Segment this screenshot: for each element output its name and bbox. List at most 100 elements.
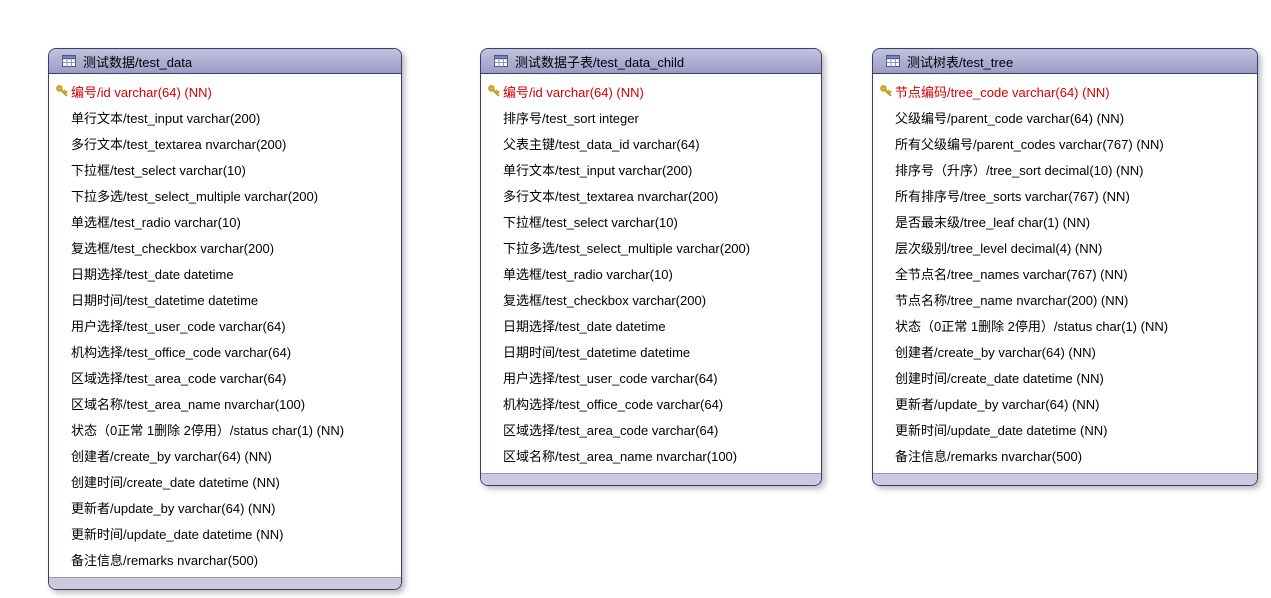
table-header[interactable]: 测试数据子表/test_data_child: [481, 49, 821, 74]
field-label: 下拉多选/test_select_multiple varchar(200): [503, 240, 751, 256]
field-label: 父级编号/parent_code varchar(64) (NN): [895, 110, 1125, 126]
field-label: 复选框/test_checkbox varchar(200): [71, 240, 275, 256]
field-row[interactable]: 下拉框/test_select varchar(10): [53, 156, 393, 182]
field-row[interactable]: 层次级别/tree_level decimal(4) (NN): [877, 234, 1249, 260]
field-row[interactable]: 所有排序号/tree_sorts varchar(767) (NN): [877, 182, 1249, 208]
field-label: 区域名称/test_area_name nvarchar(100): [503, 448, 738, 464]
table-card-test-data-child[interactable]: 测试数据子表/test_data_child 编号/id varchar(64)…: [480, 48, 822, 486]
field-label: 下拉框/test_select varchar(10): [71, 162, 246, 178]
field-row[interactable]: 日期时间/test_datetime datetime: [485, 338, 813, 364]
field-row[interactable]: 父表主键/test_data_id varchar(64): [485, 130, 813, 156]
field-label: 状态（0正常 1删除 2停用）/status char(1) (NN): [895, 318, 1169, 334]
field-list: 节点编码/tree_code varchar(64) (NN) 父级编号/pare…: [873, 74, 1257, 473]
field-row[interactable]: 创建时间/create_date datetime (NN): [53, 468, 393, 494]
field-label: 所有父级编号/parent_codes varchar(767) (NN): [895, 136, 1164, 152]
field-row[interactable]: 单选框/test_radio varchar(10): [485, 260, 813, 286]
field-row[interactable]: 更新者/update_by varchar(64) (NN): [877, 390, 1249, 416]
field-row[interactable]: 更新者/update_by varchar(64) (NN): [53, 494, 393, 520]
field-label: 备注信息/remarks nvarchar(500): [71, 552, 259, 568]
table-footer: [481, 473, 821, 485]
field-row[interactable]: 多行文本/test_textarea nvarchar(200): [485, 182, 813, 208]
field-label: 创建时间/create_date datetime (NN): [895, 370, 1104, 386]
field-label: 编号/id varchar(64) (NN): [503, 84, 644, 100]
field-row[interactable]: 日期时间/test_datetime datetime: [53, 286, 393, 312]
table-header[interactable]: 测试数据/test_data: [49, 49, 401, 74]
field-label: 日期时间/test_datetime datetime: [503, 344, 691, 360]
field-row[interactable]: 用户选择/test_user_code varchar(64): [485, 364, 813, 390]
field-row[interactable]: 日期选择/test_date datetime: [485, 312, 813, 338]
field-row[interactable]: 状态（0正常 1删除 2停用）/status char(1) (NN): [877, 312, 1249, 338]
field-list: 编号/id varchar(64) (NN) 单行文本/test_input va…: [49, 74, 401, 577]
field-label: 下拉多选/test_select_multiple varchar(200): [71, 188, 319, 204]
field-row[interactable]: 复选框/test_checkbox varchar(200): [53, 234, 393, 260]
table-title: 测试树表/test_tree: [907, 54, 1014, 70]
field-row[interactable]: 复选框/test_checkbox varchar(200): [485, 286, 813, 312]
field-row[interactable]: 下拉框/test_select varchar(10): [485, 208, 813, 234]
field-row[interactable]: 备注信息/remarks nvarchar(500): [877, 442, 1249, 468]
field-row[interactable]: 单行文本/test_input varchar(200): [485, 156, 813, 182]
field-label: 编号/id varchar(64) (NN): [71, 84, 212, 100]
table-header[interactable]: 测试树表/test_tree: [873, 49, 1257, 74]
field-label: 单行文本/test_input varchar(200): [503, 162, 693, 178]
table-footer: [49, 577, 401, 589]
field-label: 排序号（升序）/tree_sort decimal(10) (NN): [895, 162, 1144, 178]
field-row[interactable]: 区域名称/test_area_name nvarchar(100): [485, 442, 813, 468]
field-label: 状态（0正常 1删除 2停用）/status char(1) (NN): [71, 422, 345, 438]
field-label: 多行文本/test_textarea nvarchar(200): [503, 188, 719, 204]
field-row[interactable]: 是否最末级/tree_leaf char(1) (NN): [877, 208, 1249, 234]
field-row[interactable]: 日期选择/test_date datetime: [53, 260, 393, 286]
field-row[interactable]: 创建时间/create_date datetime (NN): [877, 364, 1249, 390]
field-row[interactable]: 备注信息/remarks nvarchar(500): [53, 546, 393, 572]
field-label: 区域名称/test_area_name nvarchar(100): [71, 396, 306, 412]
field-row[interactable]: 用户选择/test_user_code varchar(64): [53, 312, 393, 338]
field-label: 是否最末级/tree_leaf char(1) (NN): [895, 214, 1091, 230]
field-row-primary-key[interactable]: 编号/id varchar(64) (NN): [485, 78, 813, 104]
field-label: 节点名称/tree_name nvarchar(200) (NN): [895, 292, 1129, 308]
field-row[interactable]: 区域名称/test_area_name nvarchar(100): [53, 390, 393, 416]
field-row[interactable]: 排序号/test_sort integer: [485, 104, 813, 130]
table-title: 测试数据子表/test_data_child: [515, 54, 685, 70]
field-row[interactable]: 区域选择/test_area_code varchar(64): [53, 364, 393, 390]
field-label: 创建者/create_by varchar(64) (NN): [71, 448, 272, 464]
field-row[interactable]: 更新时间/update_date datetime (NN): [53, 520, 393, 546]
field-label: 备注信息/remarks nvarchar(500): [895, 448, 1083, 464]
key-icon: [53, 84, 71, 98]
field-label: 多行文本/test_textarea nvarchar(200): [71, 136, 287, 152]
field-row-primary-key[interactable]: 编号/id varchar(64) (NN): [53, 78, 393, 104]
field-label: 区域选择/test_area_code varchar(64): [503, 422, 719, 438]
field-row[interactable]: 所有父级编号/parent_codes varchar(767) (NN): [877, 130, 1249, 156]
field-row[interactable]: 单选框/test_radio varchar(10): [53, 208, 393, 234]
field-label: 所有排序号/tree_sorts varchar(767) (NN): [895, 188, 1130, 204]
field-row[interactable]: 父级编号/parent_code varchar(64) (NN): [877, 104, 1249, 130]
field-label: 创建时间/create_date datetime (NN): [71, 474, 280, 490]
table-icon: [886, 55, 900, 67]
field-row[interactable]: 机构选择/test_office_code varchar(64): [53, 338, 393, 364]
field-row-primary-key[interactable]: 节点编码/tree_code varchar(64) (NN): [877, 78, 1249, 104]
field-row[interactable]: 区域选择/test_area_code varchar(64): [485, 416, 813, 442]
table-footer: [873, 473, 1257, 485]
table-icon: [494, 55, 508, 67]
field-label: 下拉框/test_select varchar(10): [503, 214, 678, 230]
field-row[interactable]: 多行文本/test_textarea nvarchar(200): [53, 130, 393, 156]
field-row[interactable]: 下拉多选/test_select_multiple varchar(200): [53, 182, 393, 208]
field-row[interactable]: 下拉多选/test_select_multiple varchar(200): [485, 234, 813, 260]
field-label: 全节点名/tree_names varchar(767) (NN): [895, 266, 1128, 282]
table-title: 测试数据/test_data: [83, 54, 193, 70]
field-row[interactable]: 排序号（升序）/tree_sort decimal(10) (NN): [877, 156, 1249, 182]
table-card-test-tree[interactable]: 测试树表/test_tree 节点编码/tree_code varchar(64…: [872, 48, 1258, 486]
field-row[interactable]: 创建者/create_by varchar(64) (NN): [53, 442, 393, 468]
field-row[interactable]: 全节点名/tree_names varchar(767) (NN): [877, 260, 1249, 286]
field-label: 机构选择/test_office_code varchar(64): [503, 396, 724, 412]
field-row[interactable]: 机构选择/test_office_code varchar(64): [485, 390, 813, 416]
field-row[interactable]: 更新时间/update_date datetime (NN): [877, 416, 1249, 442]
field-label: 单选框/test_radio varchar(10): [503, 266, 673, 282]
field-label: 单选框/test_radio varchar(10): [71, 214, 241, 230]
field-row[interactable]: 节点名称/tree_name nvarchar(200) (NN): [877, 286, 1249, 312]
field-label: 区域选择/test_area_code varchar(64): [71, 370, 287, 386]
table-card-test-data[interactable]: 测试数据/test_data 编号/id varchar(64) (NN) 单行文…: [48, 48, 402, 590]
key-icon: [877, 84, 895, 98]
field-row[interactable]: 单行文本/test_input varchar(200): [53, 104, 393, 130]
field-row[interactable]: 状态（0正常 1删除 2停用）/status char(1) (NN): [53, 416, 393, 442]
field-row[interactable]: 创建者/create_by varchar(64) (NN): [877, 338, 1249, 364]
